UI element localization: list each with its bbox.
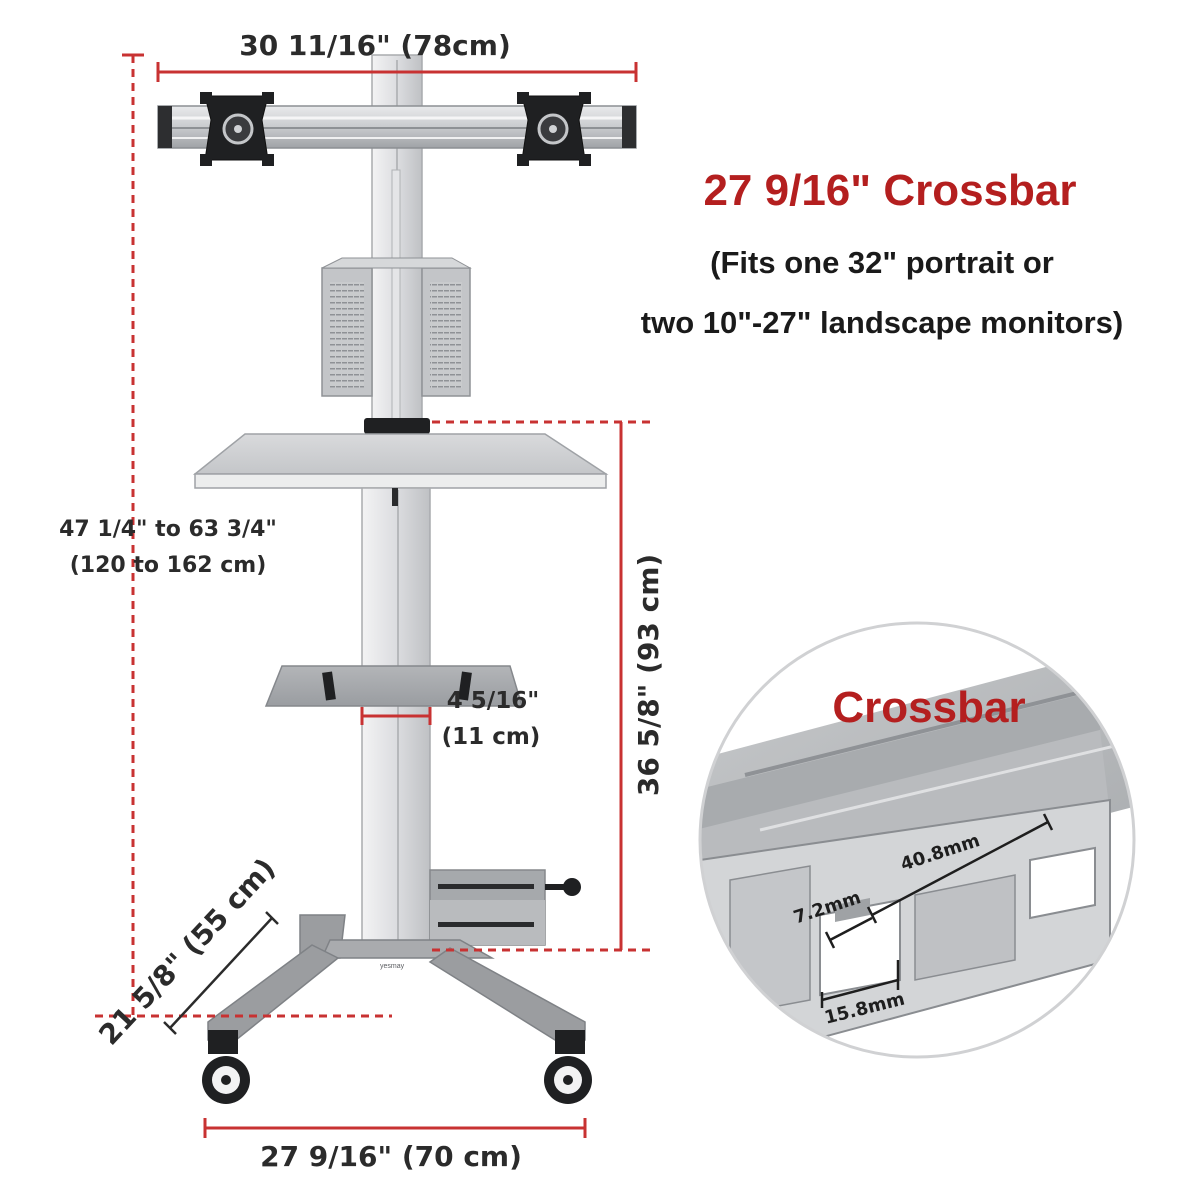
desk-surface — [192, 433, 609, 489]
keyboard-tray — [264, 665, 524, 707]
dimension-lines — [95, 53, 655, 1138]
height-range-metric: (120 to 162 cm) — [70, 553, 267, 578]
svg-text:yesmay: yesmay — [380, 963, 405, 970]
keyboard-tray-label: 4 5/16" — [447, 688, 539, 714]
inset-measurement-lines — [820, 813, 1054, 1008]
height-collar — [364, 418, 430, 434]
cpu-holder — [321, 257, 472, 397]
caster-right — [544, 1056, 592, 1104]
crossbar-fit-line2: two 10"-27" landscape monitors) — [641, 305, 1123, 340]
vesa-mount-left — [200, 92, 274, 166]
lower-pole — [361, 487, 431, 949]
crossbar-heading: 27 9/16" Crossbar — [703, 166, 1076, 215]
mobile-cart-illustration: yesmay — [157, 54, 637, 1104]
height-range-label: 47 1/4" to 63 3/4" — [59, 517, 277, 542]
caster-left — [202, 1056, 250, 1104]
crossbar-fit-line1: (Fits one 32" portrait or — [710, 245, 1054, 280]
keyboard-tray-metric: (11 cm) — [442, 724, 541, 750]
crossbar-profile-inset — [698, 621, 1136, 1059]
base-depth-line — [163, 911, 279, 1035]
cpu-shelf — [429, 869, 581, 946]
desk-height-label: 36 5/8" (93 cm) — [632, 554, 665, 796]
base-width-label: 27 9/16" (70 cm) — [260, 1140, 522, 1173]
crossbar-width-label: 30 11/16" (78cm) — [239, 29, 511, 62]
vesa-mount-right — [517, 92, 591, 166]
inset-crossbar-title: Crossbar — [832, 683, 1025, 732]
